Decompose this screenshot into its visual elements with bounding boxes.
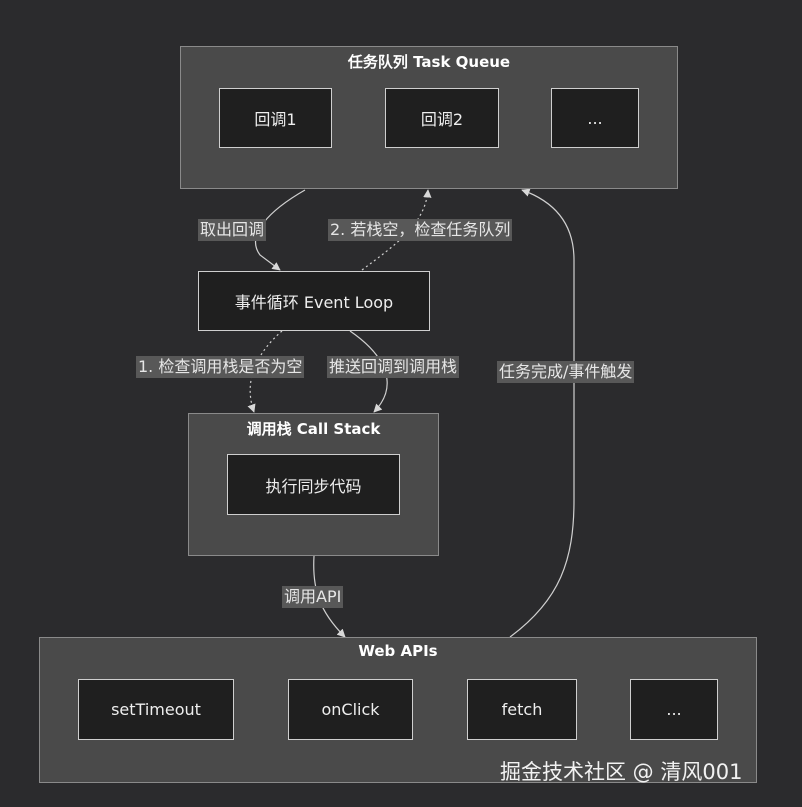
web-api-more: ... <box>630 679 718 740</box>
event-loop-node: 事件循环 Event Loop <box>198 271 430 331</box>
watermark: 掘金技术社区 @ 清风001 <box>500 760 743 784</box>
web-api-settimeout: setTimeout <box>78 679 234 740</box>
task-queue-item-callback1: 回调1 <box>219 88 332 148</box>
edge-label-check-queue: 2. 若栈空，检查任务队列 <box>328 219 513 241</box>
edge-check-stack <box>247 330 283 413</box>
edge-label-take-callback: 取出回调 <box>198 219 267 241</box>
call-stack-title: 调用栈 Call Stack <box>246 420 381 438</box>
web-api-onclick: onClick <box>288 679 413 740</box>
edge-label-check-stack: 1. 检查调用栈是否为空 <box>136 356 305 378</box>
edge-task-done <box>509 188 575 638</box>
task-queue-title: 任务队列 Task Queue <box>347 53 511 71</box>
task-queue-item-callback2: 回调2 <box>385 88 499 148</box>
edge-check-queue <box>361 189 432 271</box>
edge-label-call-api: 调用API <box>282 586 344 608</box>
web-apis-title: Web APIs <box>358 642 438 660</box>
task-queue-item-more: ... <box>551 88 639 148</box>
edge-label-task-done: 任务完成/事件触发 <box>497 361 635 383</box>
call-stack-item-sync: 执行同步代码 <box>227 454 400 515</box>
web-api-fetch: fetch <box>467 679 577 740</box>
edge-label-push-callback: 推送回调到调用栈 <box>327 356 460 378</box>
